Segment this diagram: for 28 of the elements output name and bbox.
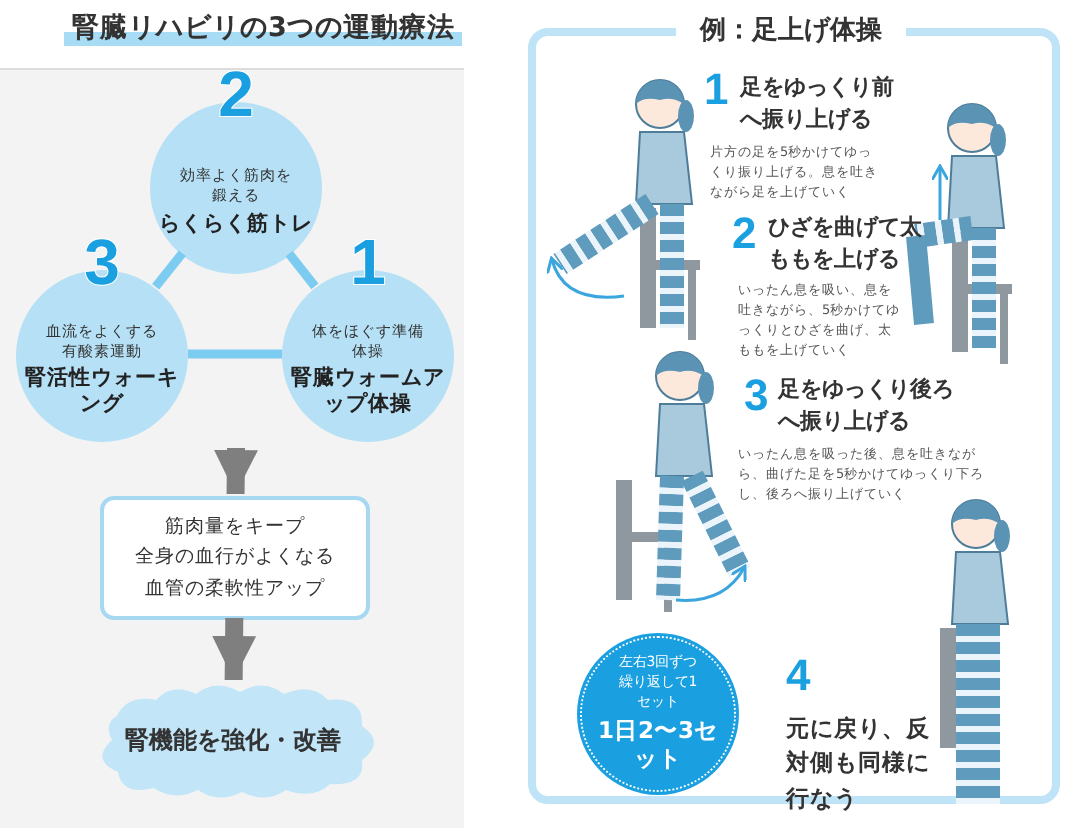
step-number: 1 — [348, 230, 388, 294]
effect-box — [100, 496, 370, 620]
therapy-name: 腎臓ウォームアップ体操 — [289, 366, 447, 419]
heading: 腎臓リハビリの3つの運動療法 — [64, 10, 463, 46]
heading: 例：足上げ体操 — [676, 12, 906, 48]
step-number: 1 — [704, 68, 729, 112]
effect-text: 全身の血行がよくなる — [135, 544, 335, 573]
step-number: 2 — [732, 212, 757, 256]
therapy-name: 腎活性ウォーキング — [23, 366, 181, 419]
step-title: 元に戻り、反対側も同様に行なう — [786, 712, 932, 815]
effect-text: 筋肉量をキープ — [165, 514, 305, 543]
block-arrow — [212, 617, 257, 681]
connector-line — [152, 250, 186, 290]
step-number: 3 — [744, 374, 769, 418]
therapy-name: らくらく筋トレ — [157, 211, 315, 238]
step-title: 足をゆっくり前へ振り上げる — [740, 72, 896, 136]
connector-line — [285, 250, 319, 290]
block-arrow — [214, 447, 258, 495]
result-text: 腎機能を強化・改善 — [125, 723, 341, 757]
step-number: 4 — [786, 654, 811, 698]
step-number: 3 — [82, 230, 122, 294]
repetition-badge — [580, 636, 736, 792]
step-title: 足をゆっくり後ろへ振り上げる — [778, 374, 956, 438]
step-title: ひざを曲げて太ももを上げる — [768, 212, 924, 276]
badge-title: 1日2〜3セット — [598, 718, 718, 774]
step-number: 2 — [216, 62, 256, 126]
effect-text: 血管の柔軟性アップ — [145, 575, 325, 604]
connector-line — [188, 349, 282, 359]
